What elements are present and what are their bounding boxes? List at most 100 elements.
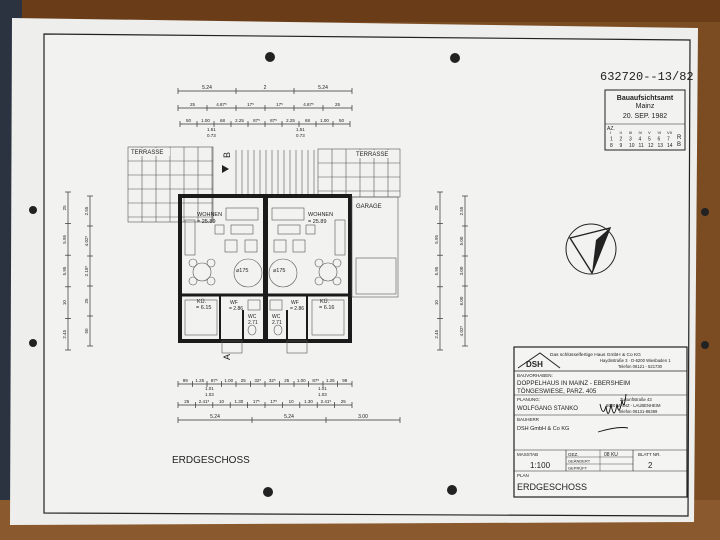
stamp-grid-cell: III — [629, 130, 632, 135]
dimension-label: 5.00 — [459, 236, 464, 245]
room-wc-left-area: 2.71 — [248, 320, 258, 326]
section-marker-b: B — [222, 152, 232, 158]
punch-hole — [701, 208, 709, 216]
dimension-label: 2.25 — [235, 118, 244, 123]
dimension-label: 17⁵ — [253, 399, 260, 404]
dimension-label: 1.51 — [207, 127, 216, 132]
company-name: Das schlüsselfertige Haus GmbH & Co KG — [550, 352, 641, 358]
dimension-label: 87⁵ — [312, 378, 319, 383]
stamp-az-label: AZ. — [607, 126, 615, 132]
stamp-date: 20. SEP. 1982 — [623, 113, 667, 120]
dimension-label: 25 — [341, 399, 347, 404]
dimension-label: 2.41⁵ — [199, 399, 210, 404]
punch-hole — [447, 485, 457, 495]
client-label: BAUHERR — [517, 417, 540, 422]
dimension-label: 1.30 — [235, 399, 244, 404]
terrace-pavers — [235, 150, 315, 194]
dimension-label: 10 — [289, 399, 295, 404]
dimension-label: 2.55 — [459, 206, 464, 215]
building-walls — [178, 194, 352, 354]
punch-hole — [450, 53, 460, 63]
dimension-label: 0.73 — [296, 133, 305, 138]
stamp-grid-cell: II — [620, 130, 622, 135]
dimension-label: 1.00 — [224, 378, 233, 383]
scale-value: 1:100 — [530, 461, 551, 470]
stamp-grid-cell: 7 — [667, 137, 670, 143]
dimension-label: 4.02⁵ — [459, 326, 464, 337]
planner-address2: 6500 MAINZ - LAUBENHEIM — [606, 403, 661, 408]
dimension-label: 50 — [84, 328, 89, 334]
stamp-grid-cell: 4 — [639, 137, 642, 143]
dimension-label: 25 — [84, 298, 89, 304]
stamp-grid-cell: 1 — [610, 137, 613, 143]
dimension-label: 68 — [305, 118, 311, 123]
dimension-label: 25 — [241, 378, 247, 383]
dimension-label: 2.45 — [434, 329, 439, 338]
dimension-label: 25 — [335, 102, 341, 107]
section-marker-a: A — [222, 354, 232, 360]
dimension-label: 2.18⁵ — [84, 266, 89, 277]
dimension-label: 5.95 — [434, 266, 439, 275]
terrace-left-label: TERRASSE — [131, 150, 163, 156]
dimension-label: 25 — [434, 205, 439, 211]
dimension-label: 87⁵ — [211, 378, 218, 383]
dimension-label: 1.51 — [296, 127, 305, 132]
dimension-label: 4.02⁵ — [84, 236, 89, 247]
room-wf-right: WF — [291, 300, 299, 306]
stair-left-label: ⌀175 — [236, 268, 249, 274]
punch-hole — [29, 339, 37, 347]
plan-name: ERDGESCHOSS — [517, 482, 587, 492]
dimension-label: 25 — [184, 399, 190, 404]
title-block: DSH Das schlüsselfertige Haus GmbH & Co … — [513, 346, 688, 498]
dimension-label: 32⁵ — [254, 378, 261, 383]
dimension-label: 1.00 — [201, 118, 210, 123]
planning-label: PLANUNG: — [517, 397, 540, 402]
dimension-label: 2.55 — [84, 206, 89, 215]
north-arrow-icon — [565, 223, 617, 275]
dimension-label: 1.01 — [205, 386, 214, 391]
dimension-label: 17⁵ — [247, 102, 254, 107]
dimension-label: 2.41⁵ — [321, 399, 332, 404]
scale-label: MASSTAB — [517, 452, 538, 457]
stamp-side-letter: R — [677, 135, 682, 141]
dimension-label: 50 — [186, 118, 192, 123]
garage-label: GARAGE — [356, 204, 382, 210]
room-wc-right-area: 2.71 — [272, 320, 282, 326]
planner-name: WOLFGANG STANKO — [517, 406, 578, 412]
punch-hole — [263, 487, 273, 497]
stamp-grid-cell: IV — [639, 130, 643, 135]
punch-hole — [29, 206, 37, 214]
stamp-grid-cell: 3 — [629, 137, 632, 143]
stamp-grid-cell: 10 — [629, 143, 635, 149]
stamp-city: Mainz — [636, 103, 655, 110]
dimension-label: 25 — [284, 378, 290, 383]
approval-stamp: Bauaufsichtsamt Mainz 20. SEP. 1982 AZ. … — [604, 89, 686, 151]
dimension-label: 5.24 — [318, 85, 328, 91]
dimension-label: 3.00 — [459, 266, 464, 275]
dimension-label: 25 — [62, 205, 67, 211]
dimension-label: 4.87⁵ — [216, 102, 227, 107]
stamp-grid-cell: 13 — [658, 143, 664, 149]
stamp-grid-cell: 9 — [620, 143, 623, 149]
terrace-right-label: TERRASSE — [356, 152, 388, 158]
dimension-label: 32⁵ — [269, 378, 276, 383]
room-labels: WOHNEN = 25.89 WOHNEN = 25.89 ⌀175 ⌀175 … — [196, 212, 334, 326]
sheet-label: BLATT NR. — [638, 452, 661, 457]
planner-phone: Telefon 06131-86369 — [618, 409, 658, 414]
room-wc-right: WC — [272, 314, 281, 320]
dimension-label: 10 — [434, 300, 439, 306]
table-top-edge — [0, 0, 720, 22]
room-wc-left: WC — [248, 314, 257, 320]
room-wohnen-left-area: = 25.89 — [197, 219, 216, 225]
dimension-label: 87⁵ — [253, 118, 260, 123]
dimension-label: 2.45 — [62, 329, 67, 338]
planner-address1: Zukunftstraße 43 — [620, 397, 652, 402]
garage: GARAGE — [351, 196, 399, 298]
company-address: Haydnstraße 3 · D-6200 Wiesbaden 1 — [600, 358, 671, 363]
spiral-stair-right — [268, 258, 298, 288]
room-kueche-left: KÜ. — [197, 298, 207, 305]
stamp-grid-cell: VI — [658, 130, 662, 135]
dimension-label: 5.24 — [284, 414, 294, 420]
